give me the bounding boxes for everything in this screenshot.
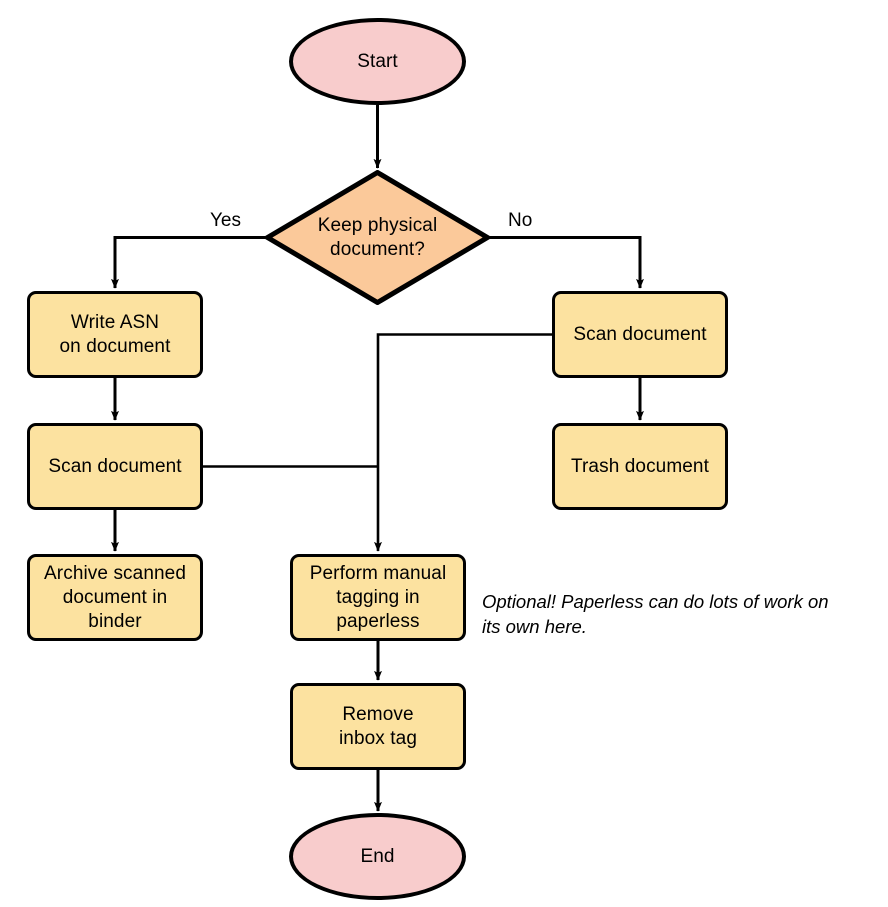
decision-label-line-2: document? [330,238,425,260]
write-asn-line-1: Write ASN [70,311,160,333]
edge-label-no: No [508,210,533,231]
node-write-asn-label: Write ASN on document [60,311,171,359]
node-end-label: End [360,845,395,867]
node-archive-in-binder-label: Archive scanned document in binder [44,562,186,634]
edge-label-yes: Yes [210,210,241,231]
edge-decision-to-write-asn [111,236,265,289]
node-scan-document-left-label: Scan document [48,455,181,479]
archive-line-2: document in [62,586,168,608]
manual-tagging-line-1: Perform manual [309,562,447,584]
node-keep-physical-document-label: Keep physical document? [318,214,438,262]
manual-tagging-line-3: paperless [336,610,420,632]
write-asn-line-2: on document [59,335,171,357]
node-remove-inbox-tag[interactable]: Remove inbox tag [290,683,466,770]
remove-inbox-line-2: inbox tag [338,727,417,749]
node-scan-document-left[interactable]: Scan document [27,423,203,510]
node-trash-document-label: Trash document [571,455,709,479]
node-manual-tagging-label: Perform manual tagging in paperless [310,562,447,634]
node-trash-document[interactable]: Trash document [552,423,728,510]
scan-left-line-1: Scan document [48,455,182,477]
scan-right-line-1: Scan document [573,323,707,345]
node-archive-in-binder[interactable]: Archive scanned document in binder [27,554,203,641]
node-scan-document-right[interactable]: Scan document [552,291,728,378]
archive-line-1: Archive scanned [44,562,186,584]
node-scan-document-right-label: Scan document [573,323,706,347]
node-start-label: Start [357,50,398,72]
edge-scan-right-to-manual-tagging [374,333,552,552]
node-end[interactable]: End [289,813,466,900]
edge-decision-to-scan-right [490,236,644,289]
decision-label-line-1: Keep physical [317,214,438,236]
annotation-optional-note: Optional! Paperless can do lots of work … [482,589,882,639]
diamond-shape [265,170,490,305]
node-manual-tagging[interactable]: Perform manual tagging in paperless [290,554,466,641]
annotation-line-2: its own here. [482,616,587,637]
trash-line-1: Trash document [571,455,709,477]
archive-line-3: binder [88,610,142,632]
node-remove-inbox-tag-label: Remove inbox tag [339,703,417,751]
remove-inbox-line-1: Remove [342,703,414,725]
node-write-asn[interactable]: Write ASN on document [27,291,203,378]
annotation-line-1: Optional! Paperless can do lots of work … [482,591,829,612]
node-keep-physical-document[interactable]: Keep physical document? [265,170,490,305]
node-start[interactable]: Start [289,18,466,105]
manual-tagging-line-2: tagging in [336,586,420,608]
